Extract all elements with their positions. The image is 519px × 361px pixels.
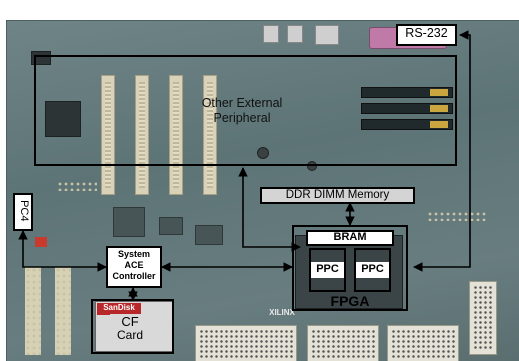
- pc4-label: PC4: [17, 188, 29, 234]
- ppc-right-label: PPC: [354, 264, 391, 276]
- peripheral-label-line2: Peripheral: [170, 112, 314, 125]
- bram-label: BRAM: [306, 232, 394, 244]
- peripheral-label-line1: Other External: [170, 97, 314, 110]
- sysace-label-line2: ACE: [106, 261, 162, 270]
- sysace-label-line3: Controller: [106, 272, 162, 281]
- cf-label-line2: Card: [100, 329, 160, 342]
- cf-label-line1: CF: [100, 315, 160, 329]
- fpga-label: FPGA: [312, 294, 388, 309]
- sysace-label-line1: System: [106, 250, 162, 259]
- rs232-label: RS-232: [396, 27, 457, 40]
- pc4-sysace-link: [23, 231, 106, 267]
- ddr-label: DDR DIMM Memory: [260, 189, 415, 201]
- ppc-left-label: PPC: [309, 264, 346, 276]
